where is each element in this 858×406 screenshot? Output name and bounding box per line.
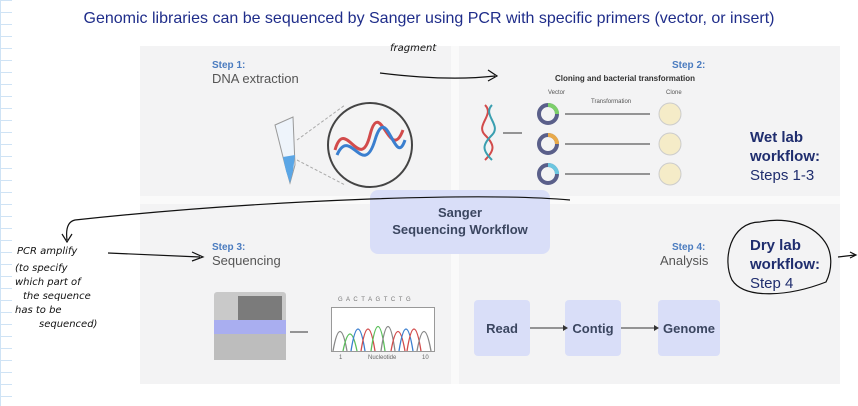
- wet-title2: workflow:: [750, 148, 820, 165]
- step4-name: Analysis: [660, 253, 709, 268]
- axis-end: 10: [422, 355, 429, 361]
- transformation-label: Transformation: [591, 99, 632, 105]
- handwritten-pcr: PCR amplify: [17, 246, 78, 257]
- step2-label: Step 2:: [672, 60, 706, 71]
- step3-label: Step 3:: [212, 242, 246, 253]
- dry-title1: Dry lab: [750, 237, 801, 254]
- sanger-workflow-box: Sanger Sequencing Workflow: [370, 190, 550, 254]
- note-line: has to be: [15, 305, 62, 316]
- axis-label: Nucleotide: [368, 355, 397, 361]
- wet-title1: Wet lab: [750, 129, 804, 146]
- cloning-illustration: [481, 102, 682, 186]
- contig-box: Contig: [565, 300, 621, 356]
- base-sequence: G A C T A G T C T G: [338, 297, 412, 303]
- wet-lab-label: Wet lab workflow: Steps 1-3: [750, 128, 820, 185]
- read-box: Read: [474, 300, 530, 356]
- handwritten-note: (to specify which part of the sequence h…: [15, 262, 97, 332]
- center-line2: Sequencing Workflow: [392, 222, 528, 237]
- chromatogram: [331, 307, 435, 352]
- dry-sub: Step 4: [750, 275, 794, 292]
- handwritten-fragment: fragment: [390, 43, 437, 54]
- dry-title2: workflow:: [750, 256, 820, 273]
- axis-start: 1: [339, 355, 343, 361]
- note-line: the sequence: [23, 291, 91, 302]
- genome-box: Genome: [658, 300, 720, 356]
- note-line: which part of: [15, 277, 81, 288]
- sequencer-icon: [214, 292, 308, 360]
- step1-name: DNA extraction: [212, 71, 299, 86]
- wet-sub: Steps 1-3: [750, 167, 815, 184]
- step2-name: Cloning and bacterial transformation: [555, 74, 696, 83]
- dry-lab-label: Dry lab workflow: Step 4: [750, 236, 820, 293]
- flow-arrows: [530, 325, 659, 331]
- notebook-grid: [0, 0, 12, 406]
- step1-label: Step 1:: [212, 60, 246, 71]
- vector-label: Vector: [548, 90, 566, 96]
- step3-name: Sequencing: [212, 253, 281, 268]
- note-line: (to specify: [15, 263, 68, 274]
- dna-extraction-illustration: [274, 102, 413, 188]
- step4-label: Step 4:: [672, 242, 706, 253]
- slide-title: Genomic libraries can be sequenced by Sa…: [83, 10, 775, 27]
- note-line: sequenced): [39, 319, 98, 330]
- clone-label: Clone: [666, 90, 682, 96]
- center-line1: Sanger: [437, 205, 483, 220]
